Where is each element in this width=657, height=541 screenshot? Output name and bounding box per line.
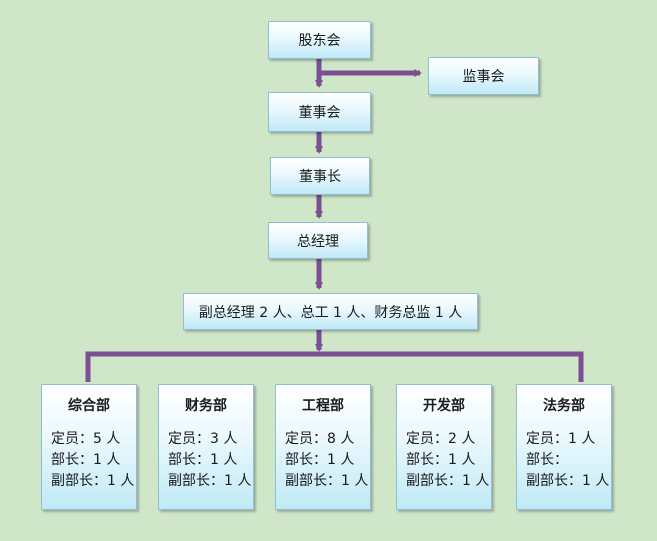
deputies-label: 副总经理 2 人、总工 1 人、财务总监 1 人 bbox=[198, 304, 463, 321]
deputies-node: 副总经理 2 人、总工 1 人、财务总监 1 人 bbox=[183, 293, 478, 330]
department-deputy: 副部长：1 人 bbox=[168, 473, 252, 489]
department-box: 工程部 定员：8 人 部长：1 人 副部长：1 人 bbox=[275, 384, 371, 510]
department-deputy: 副部长：1 人 bbox=[285, 473, 369, 489]
board-node: 董事会 bbox=[268, 92, 371, 132]
department-deputy: 副部长：1 人 bbox=[526, 473, 610, 489]
shareholders-node: 股东会 bbox=[268, 21, 371, 59]
department-head: 部长：1 人 bbox=[51, 452, 121, 468]
department-box: 综合部 定员：5 人 部长：1 人 副部长：1 人 bbox=[41, 384, 137, 510]
chairman-label: 董事长 bbox=[299, 169, 341, 185]
department-name: 综合部 bbox=[68, 398, 110, 414]
department-staff: 定员：1 人 bbox=[526, 431, 596, 447]
department-name: 工程部 bbox=[302, 398, 344, 414]
department-staff: 定员：8 人 bbox=[285, 431, 355, 447]
general-manager-label: 总经理 bbox=[297, 233, 339, 250]
department-name: 法务部 bbox=[543, 398, 585, 414]
general-manager-node: 总经理 bbox=[268, 222, 368, 259]
department-head: 部长：1 人 bbox=[168, 452, 238, 468]
supervisors-label: 监事会 bbox=[462, 69, 505, 85]
department-name: 财务部 bbox=[185, 398, 227, 414]
department-deputy: 副部长：1 人 bbox=[51, 473, 135, 489]
department-staff: 定员：5 人 bbox=[51, 431, 121, 447]
department-box: 财务部 定员：3 人 部长：1 人 副部长：1 人 bbox=[158, 384, 254, 510]
department-staff: 定员：3 人 bbox=[168, 431, 238, 447]
department-box: 开发部 定员：2 人 部长：1 人 副部长：1 人 bbox=[396, 384, 492, 510]
department-deputy: 副部长：1 人 bbox=[406, 473, 490, 489]
shareholders-label: 股东会 bbox=[298, 33, 341, 49]
supervisors-node: 监事会 bbox=[428, 57, 539, 95]
department-box: 法务部 定员：1 人 部长： 副部长：1 人 bbox=[516, 384, 612, 510]
department-head: 部长： bbox=[526, 452, 568, 468]
department-head: 部长：1 人 bbox=[406, 452, 476, 468]
department-name: 开发部 bbox=[423, 398, 465, 414]
department-staff: 定员：2 人 bbox=[406, 431, 476, 447]
board-label: 董事会 bbox=[298, 105, 341, 121]
connector-department-bus bbox=[85, 351, 584, 382]
chairman-node: 董事长 bbox=[270, 157, 370, 195]
department-head: 部长：1 人 bbox=[285, 452, 355, 468]
